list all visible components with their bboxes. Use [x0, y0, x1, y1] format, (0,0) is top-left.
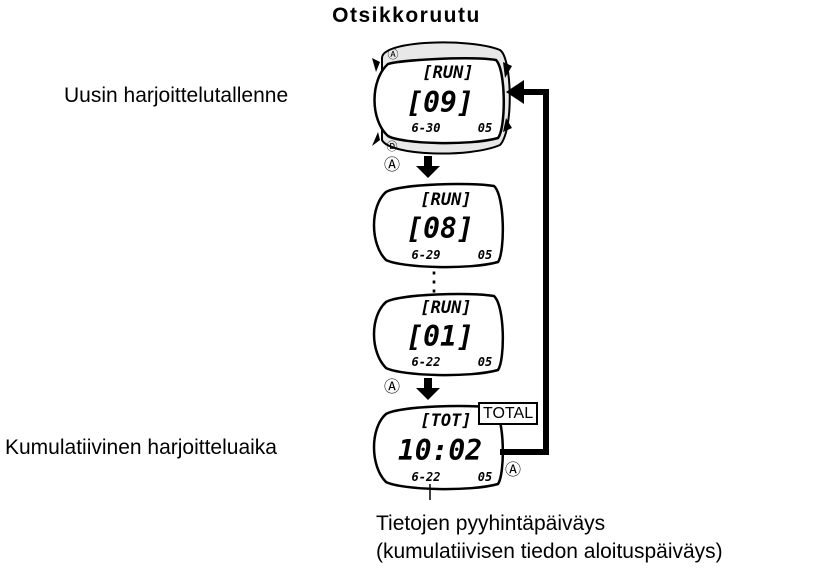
- watch-display-record-08: [RUN] [08] 6-29 05: [372, 182, 505, 269]
- caption-line-2: (kumulatiivisen tiedon aloituspäiväys): [376, 540, 723, 563]
- caption-line-1: Tietojen pyyhintäpäiväys: [376, 512, 606, 535]
- mode-text: [RUN]: [422, 63, 473, 83]
- record-number: [08]: [406, 212, 473, 245]
- button-a-label: Ⓐ: [505, 461, 521, 479]
- date-text: 6-22: [412, 470, 441, 484]
- down-arrow-icon: [416, 156, 440, 178]
- button-a-label: Ⓐ: [384, 378, 400, 396]
- total-time: 10:02: [398, 434, 482, 467]
- total-badge: TOTAL: [478, 402, 539, 425]
- mode-text: [TOT]: [420, 411, 471, 431]
- watch-display-record-01: [RUN] [01] 6-22 05: [372, 292, 505, 377]
- seconds-text: 05: [478, 121, 492, 135]
- seconds-text: 05: [478, 355, 492, 369]
- return-arrow-line: [500, 89, 549, 455]
- page-title: Otsikkoruutu: [332, 4, 481, 27]
- button-a-label: Ⓐ: [384, 156, 400, 174]
- left-arrow-icon: [506, 80, 524, 104]
- date-text: 6-30: [412, 121, 441, 135]
- button-d-label: Ⓓ: [387, 140, 398, 153]
- record-number: [01]: [406, 320, 473, 353]
- watch-display-total: [TOT] 10:02 6-22 05: [372, 404, 505, 491]
- seconds-text: 05: [478, 470, 492, 484]
- ellipsis-icon: ⋮: [421, 266, 447, 296]
- record-number: [09]: [406, 86, 473, 119]
- date-text: 6-22: [412, 355, 441, 369]
- button-a-label: Ⓐ: [388, 48, 399, 61]
- newest-record-label: Uusin harjoittelutallenne: [64, 84, 289, 107]
- seconds-text: 05: [478, 248, 492, 262]
- mode-text: [RUN]: [420, 190, 471, 210]
- date-text: 6-29: [412, 248, 441, 262]
- cumulative-time-label: Kumulatiivinen harjoitteluaika: [5, 436, 277, 459]
- mode-text: [RUN]: [420, 298, 471, 318]
- down-arrow-icon: [416, 378, 440, 400]
- watch-display-newest: [RUN] [09] 6-30 05: [372, 41, 512, 155]
